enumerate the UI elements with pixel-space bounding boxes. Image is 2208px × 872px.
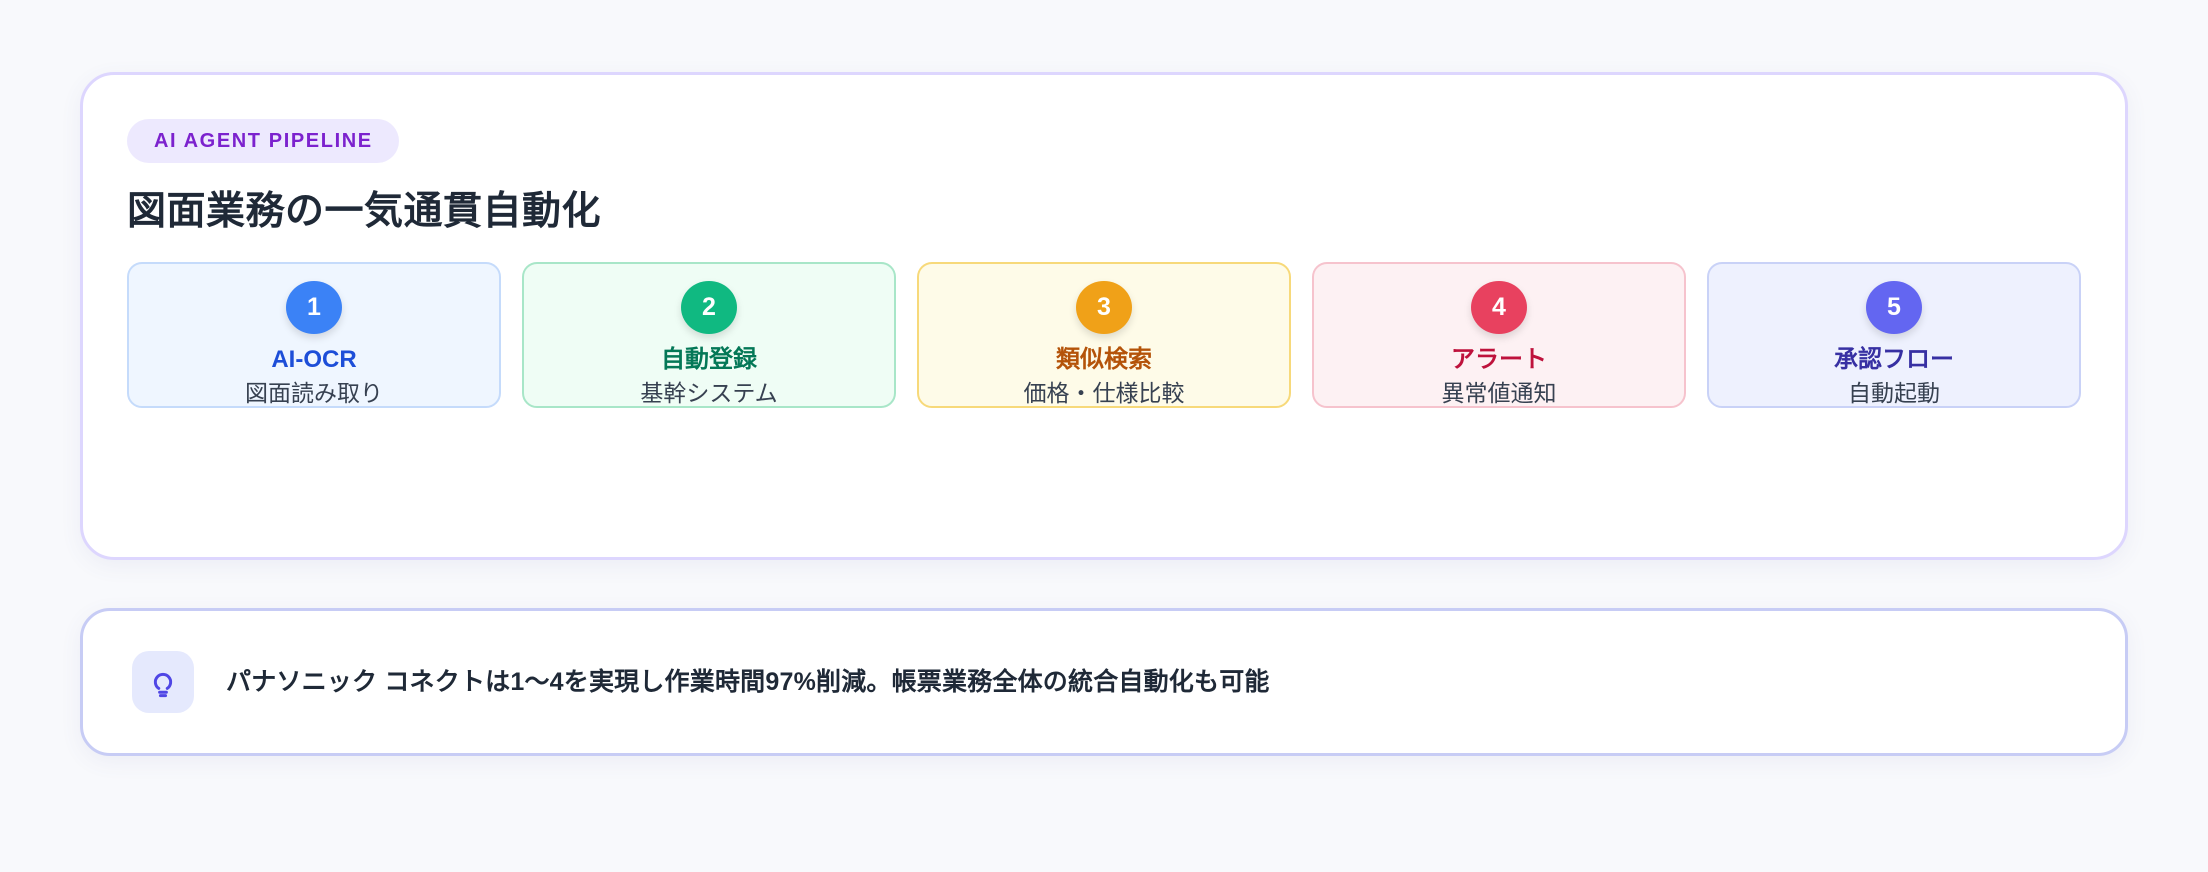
- step-title-5: 承認フロー: [1834, 346, 1954, 374]
- note-text: パナソニック コネクトは1〜4を実現し作業時間97%削減。帳票業務全体の統合自動…: [226, 668, 1270, 696]
- pipeline-step-2[interactable]: 2 自動登録 基幹システム: [522, 261, 896, 408]
- note-bar: パナソニック コネクトは1〜4を実現し作業時間97%削減。帳票業務全体の統合自動…: [80, 608, 2128, 756]
- pipeline-step-1[interactable]: 1 AI-OCR 図面読み取り: [127, 261, 501, 408]
- step-subtitle-1: 図面読み取り: [245, 379, 383, 406]
- step-number-badge-2: 2: [681, 280, 737, 335]
- step-title-2: 自動登録: [661, 346, 757, 374]
- pipeline-steps: 1 AI-OCR 図面読み取り 2 自動登録 基幹システム 3 類似検索 価格・…: [127, 261, 2081, 408]
- step-title-1: AI-OCR: [271, 346, 357, 374]
- pipeline-step-4[interactable]: 4 アラート 異常値通知: [1312, 261, 1686, 408]
- step-number-badge-3: 3: [1076, 280, 1132, 335]
- step-subtitle-4: 異常値通知: [1441, 379, 1557, 406]
- page-title: 図面業務の一気通貫自動化: [127, 190, 602, 233]
- pipeline-badge: AI AGENT PIPELINE: [127, 119, 399, 163]
- step-subtitle-3: 価格・仕様比較: [1023, 379, 1185, 406]
- step-title-4: アラート: [1451, 346, 1547, 374]
- pipeline-step-5[interactable]: 5 承認フロー 自動起動: [1707, 261, 2081, 408]
- pipeline-card: AI AGENT PIPELINE 図面業務の一気通貫自動化 1 AI-OCR …: [80, 72, 2128, 560]
- lightbulb-icon: [132, 651, 194, 713]
- step-subtitle-2: 基幹システム: [640, 379, 778, 406]
- step-number-badge-1: 1: [286, 280, 342, 335]
- step-number-badge-5: 5: [1866, 280, 1922, 335]
- step-title-3: 類似検索: [1056, 346, 1152, 374]
- step-subtitle-5: 自動起動: [1848, 379, 1940, 406]
- step-number-badge-4: 4: [1471, 280, 1527, 335]
- pipeline-step-3[interactable]: 3 類似検索 価格・仕様比較: [917, 261, 1291, 408]
